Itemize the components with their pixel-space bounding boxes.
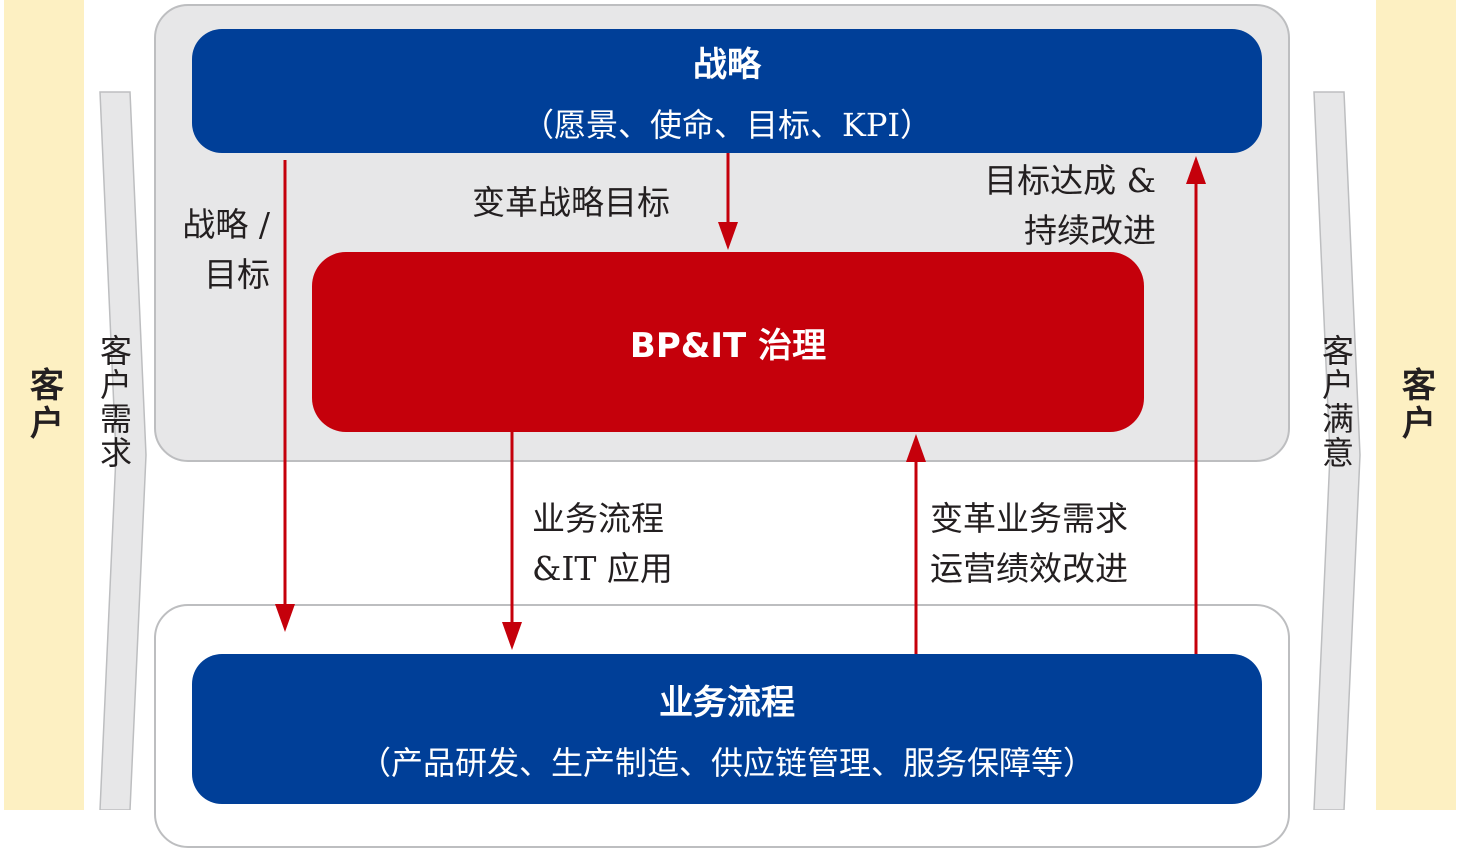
label-business-needs-line1: 变革业务需求	[930, 499, 1128, 538]
customer-satisfaction-label: 客户满意	[1317, 334, 1355, 470]
right-customer-sidebar: 客户	[1376, 0, 1456, 810]
right-chevron	[1313, 91, 1361, 810]
governance-box: BP&IT 治理	[312, 252, 1144, 432]
label-process-it-line1: 业务流程	[532, 499, 664, 538]
right-customer-label: 客户	[1395, 367, 1436, 443]
left-chevron	[99, 91, 147, 810]
customer-demand-label: 客户需求	[95, 334, 133, 470]
label-strategy-target: 战略 / 目标	[166, 200, 270, 300]
arrow-process-to-strategy	[1186, 156, 1206, 654]
label-goal-achieved: 目标达成 & 持续改进	[960, 156, 1156, 256]
arrow-strategy-to-governance	[718, 153, 738, 250]
strategy-box: 战略 （愿景、使命、目标、KPI）	[192, 29, 1262, 153]
process-subtitle: （产品研发、生产制造、供应链管理、服务保障等）	[358, 743, 1095, 782]
left-customer-label: 客户	[23, 367, 64, 443]
left-customer-sidebar: 客户	[4, 0, 84, 810]
label-process-it-line2: &IT 应用	[532, 549, 673, 588]
governance-title: BP&IT 治理	[629, 325, 827, 366]
label-goal-achieved-line1: 目标达成 &	[984, 161, 1156, 200]
arrow-process-to-governance	[906, 434, 926, 654]
flow-arrows	[275, 153, 1206, 654]
label-process-it: 业务流程 &IT 应用	[532, 494, 673, 594]
label-business-needs: 变革业务需求 运营绩效改进	[930, 494, 1128, 594]
arrow-strategy-to-process	[275, 160, 295, 632]
strategy-subtitle: （愿景、使命、目标、KPI）	[521, 105, 933, 144]
label-transformation-strategy: 变革战略目标	[472, 183, 670, 222]
process-box: 业务流程 （产品研发、生产制造、供应链管理、服务保障等）	[192, 654, 1262, 804]
arrow-governance-to-process	[502, 432, 522, 650]
label-strategy-target-line2: 目标	[204, 255, 270, 294]
label-goal-achieved-line2: 持续改进	[1024, 211, 1156, 250]
strategy-title: 战略	[693, 44, 761, 85]
process-title: 业务流程	[659, 682, 795, 723]
label-business-needs-line2: 运营绩效改进	[930, 549, 1128, 588]
label-strategy-target-line1: 战略 /	[182, 205, 270, 244]
